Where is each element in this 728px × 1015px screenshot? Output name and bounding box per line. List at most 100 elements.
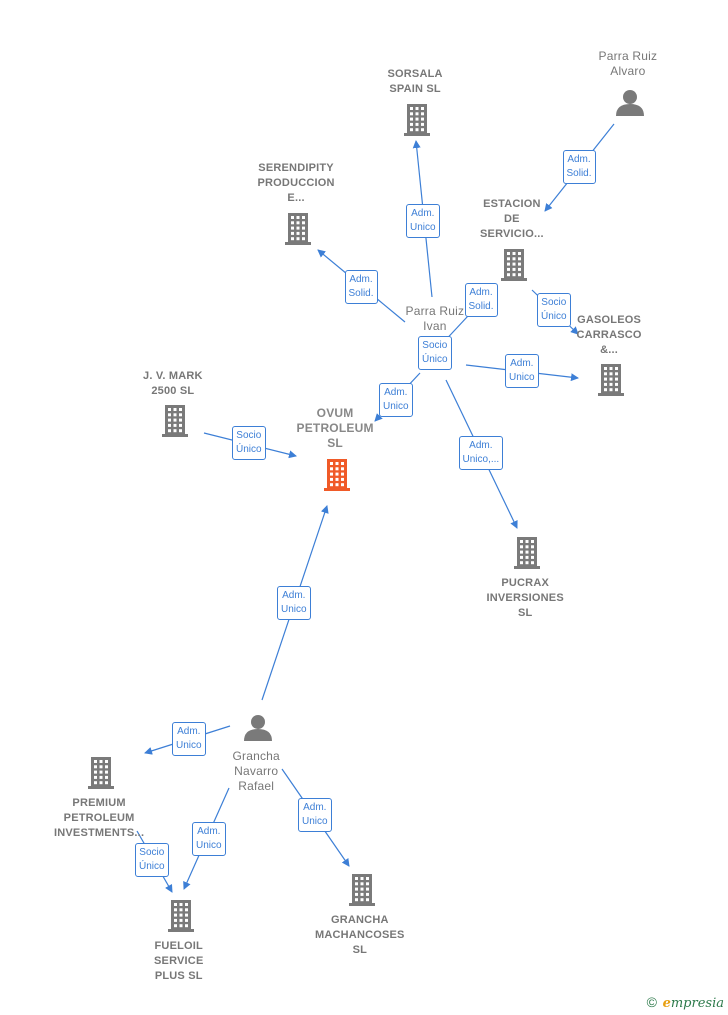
node-label-line: PLUS SL xyxy=(154,970,203,982)
relation-label-line: Único xyxy=(422,354,448,365)
relation-label-line: Adm. xyxy=(349,274,373,285)
brand-logo: empresia xyxy=(662,996,724,1011)
relation-label-line: Adm. xyxy=(177,726,201,737)
relation-label-line: Adm. xyxy=(384,387,408,398)
relation-label-line: Solid. xyxy=(348,288,374,299)
node-label-line: J. V. MARK xyxy=(143,370,203,382)
relation-label-line: Adm. xyxy=(197,826,221,837)
relation-label-line: Adm. xyxy=(303,802,327,813)
node-label-line: PETROLEUM xyxy=(63,812,135,824)
copyright-brand: © empresia xyxy=(647,994,724,1011)
node-label-jvmark[interactable]: J. V. MARK 2500 SL xyxy=(143,369,203,399)
node-label-line: Navarro xyxy=(234,764,279,778)
relation-label-line: Unico xyxy=(302,816,328,827)
node-label-line: PUCRAX xyxy=(501,577,550,589)
relation-label-line: Único xyxy=(236,444,262,455)
node-label-line: 2500 SL xyxy=(151,385,195,397)
node-label-line: Grancha xyxy=(232,749,280,763)
relation-label-line: Unico xyxy=(176,740,202,751)
node-label-line: INVERSIONES xyxy=(486,592,564,604)
relation-label-e1[interactable]: Adm. Solid. xyxy=(562,150,596,184)
building-icon[interactable] xyxy=(514,537,540,569)
relation-label-line: Adm. xyxy=(282,590,306,601)
node-label-line: SERVICE xyxy=(154,955,204,967)
relation-label-e13[interactable]: Adm.Unico xyxy=(192,822,226,856)
relation-label-e4[interactable]: Adm. Solid. xyxy=(464,283,498,317)
relation-label-line: Unico xyxy=(509,372,535,383)
node-label-line: SERENDIPITY xyxy=(258,162,334,174)
relation-label-line: Único xyxy=(541,311,567,322)
relation-label-line: Adm. xyxy=(469,440,493,451)
node-label-line: MACHANCOSES xyxy=(315,929,405,941)
relation-label-line: Solid. xyxy=(468,301,494,312)
relation-label-e7[interactable]: Adm. Unico xyxy=(379,383,413,417)
relation-label-line: Socio xyxy=(422,340,448,351)
relation-label-line: Adm. xyxy=(469,287,493,298)
node-label-line: FUELOIL xyxy=(154,940,203,952)
node-label-line: Rafael xyxy=(238,779,275,793)
relation-label-e12[interactable]: Adm. Unico xyxy=(172,722,206,756)
node-label-line: Alvaro xyxy=(610,64,646,78)
node-label-line: SERVICIO... xyxy=(480,228,544,240)
node-label-line: PREMIUM xyxy=(72,797,126,809)
node-label-fueloil[interactable]: FUELOIL SERVICE PLUS SL xyxy=(154,939,204,984)
building-icon[interactable] xyxy=(404,104,430,136)
node-label-line: Ivan xyxy=(423,319,447,333)
relation-label-e6[interactable]: Adm.Unico xyxy=(505,354,539,388)
node-label-line: PETROLEUM xyxy=(296,421,374,435)
relation-label-line: Adm. xyxy=(411,208,435,219)
node-label-line: SPAIN SL xyxy=(389,83,441,95)
relation-label-line: Adm. xyxy=(567,154,591,165)
person-icon[interactable] xyxy=(244,715,272,741)
relation-label-line: Solid. xyxy=(566,168,592,179)
node-label-line: PRODUCCION xyxy=(257,177,335,189)
relation-label-e15[interactable]: Adm. Unico xyxy=(298,798,332,832)
building-icon[interactable] xyxy=(501,249,527,281)
relation-label-line: Unico xyxy=(281,604,307,615)
person-icon[interactable] xyxy=(616,90,644,116)
node-label-line: CARRASCO xyxy=(576,329,642,341)
relation-label-e9[interactable]: Adm. Unico,... xyxy=(458,436,504,470)
node-label-line: DE xyxy=(504,213,520,225)
relation-label-line: Socio xyxy=(139,847,165,858)
node-label-line: E... xyxy=(287,192,305,204)
node-label-line: SL xyxy=(327,436,343,450)
node-label-line: SL xyxy=(352,944,368,956)
node-label-line: OVUM xyxy=(316,406,354,420)
node-label-line: SORSALA xyxy=(387,68,443,80)
relation-label-e3[interactable]: Adm. Solid. xyxy=(344,270,378,304)
node-label-line: Parra Ruiz xyxy=(598,49,658,63)
relation-label-line: Unico,... xyxy=(462,454,500,465)
node-label-serendipity[interactable]: SERENDIPITY PRODUCCION E... xyxy=(258,161,335,206)
node-label-line: GASOLEOS xyxy=(577,314,642,326)
building-icon[interactable] xyxy=(285,213,311,245)
focus-building-icon[interactable] xyxy=(324,459,350,491)
building-icon[interactable] xyxy=(598,364,624,396)
building-icon[interactable] xyxy=(168,900,194,932)
node-label-line: SL xyxy=(517,607,533,619)
relation-label-line: Socio xyxy=(541,297,567,308)
building-icon[interactable] xyxy=(349,874,375,906)
building-icon[interactable] xyxy=(162,405,188,437)
node-label-sorsala[interactable]: SORSALA SPAIN SL xyxy=(388,67,443,97)
relation-label-line: Unico xyxy=(410,222,436,233)
relation-label-e2[interactable]: Adm. Unico xyxy=(406,204,440,238)
relation-label-e11[interactable]: Adm. Unico xyxy=(277,586,311,620)
relation-label-line: Unico xyxy=(383,401,409,412)
building-icon[interactable] xyxy=(88,757,114,789)
node-label-pucrax[interactable]: PUCRAX INVERSIONES SL xyxy=(487,576,564,621)
copyright-icon: © xyxy=(646,994,657,1010)
